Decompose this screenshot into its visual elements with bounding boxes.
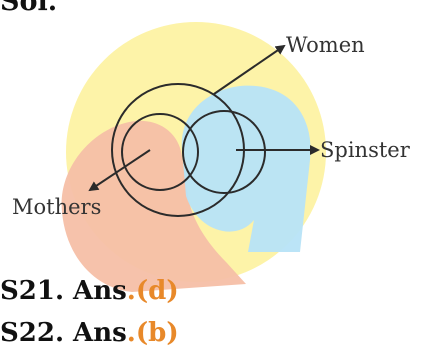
spinster-circle [182, 110, 266, 194]
spinster-label: Spinster [320, 138, 411, 162]
watermark-logo [61, 22, 326, 292]
answer-s21: S21. Ans.(d) [0, 276, 179, 306]
mothers-label: Mothers [12, 195, 101, 219]
answer-s21-choice: .(d) [126, 276, 179, 306]
mothers-circle [121, 113, 199, 191]
solution-label: Sol. [0, 0, 58, 17]
venn-diagram: Women Spinster Mothers [12, 22, 411, 292]
answer-s22-choice: .(b) [126, 318, 179, 348]
answer-s21-prefix: S21. Ans [0, 276, 127, 306]
mothers-arrow [88, 149, 151, 192]
women-arrow [213, 44, 286, 95]
logo-orange-stroke [61, 120, 246, 292]
answer-s22-prefix: S22. Ans [0, 318, 127, 348]
answer-s22: S22. Ans.(b) [0, 318, 179, 348]
logo-blue-stroke [181, 85, 311, 252]
women-label: Women [286, 33, 365, 57]
